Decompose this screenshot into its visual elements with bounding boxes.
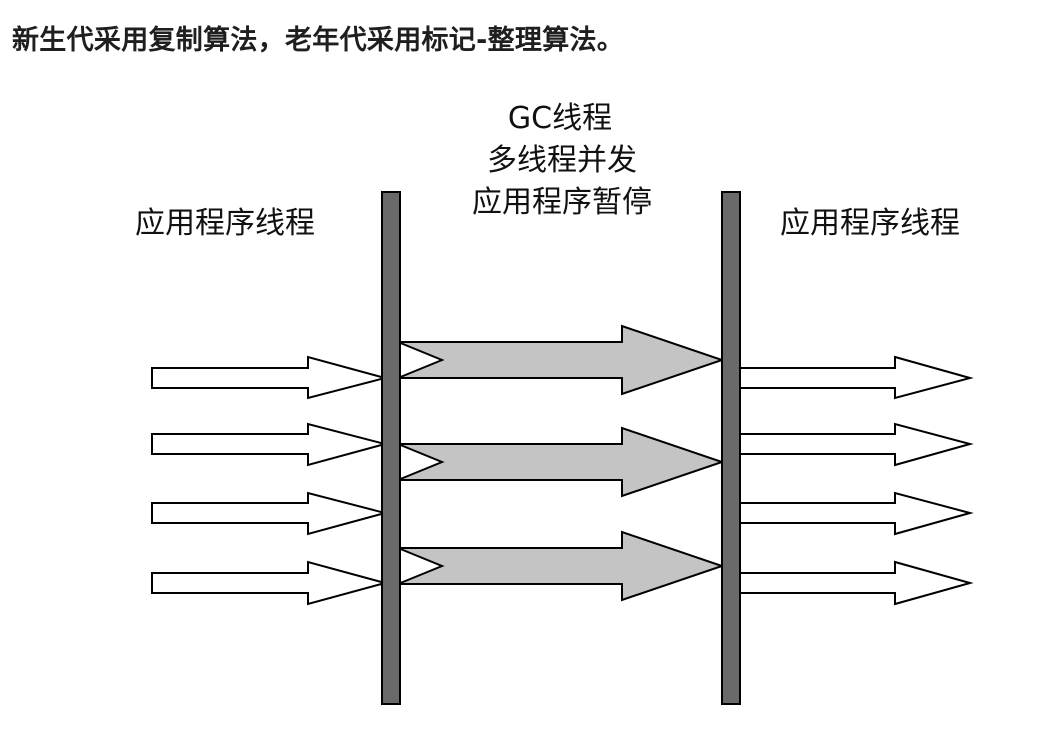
right-app-arrows xyxy=(739,355,974,606)
app-paused-label: 应用程序暂停 xyxy=(472,185,652,220)
gc-multithread-label: 多线程并发 xyxy=(487,143,637,178)
left-app-arrow-1 xyxy=(151,355,389,400)
left-app-arrow-4 xyxy=(151,560,389,606)
gc-arrow-1 xyxy=(397,324,726,396)
left-app-arrow-3 xyxy=(151,491,389,536)
left-app-threads-label: 应用程序线程 xyxy=(135,206,315,241)
gc-arrows xyxy=(397,324,726,602)
gc-arrow-2 xyxy=(397,426,726,498)
left-barrier xyxy=(381,191,401,705)
section-heading: 新生代采用复制算法，老年代采用标记-整理算法。 xyxy=(12,25,625,56)
gc-arrow-3 xyxy=(397,530,726,602)
right-app-arrow-4 xyxy=(739,560,974,606)
right-app-threads-label: 应用程序线程 xyxy=(780,206,960,241)
right-app-arrow-2 xyxy=(739,422,974,467)
left-app-arrows xyxy=(151,355,389,606)
right-barrier xyxy=(721,191,741,705)
gc-threads-label: GC线程 xyxy=(508,101,612,136)
right-app-arrow-1 xyxy=(739,355,974,400)
left-app-arrow-2 xyxy=(151,422,389,467)
right-app-arrow-3 xyxy=(739,491,974,536)
